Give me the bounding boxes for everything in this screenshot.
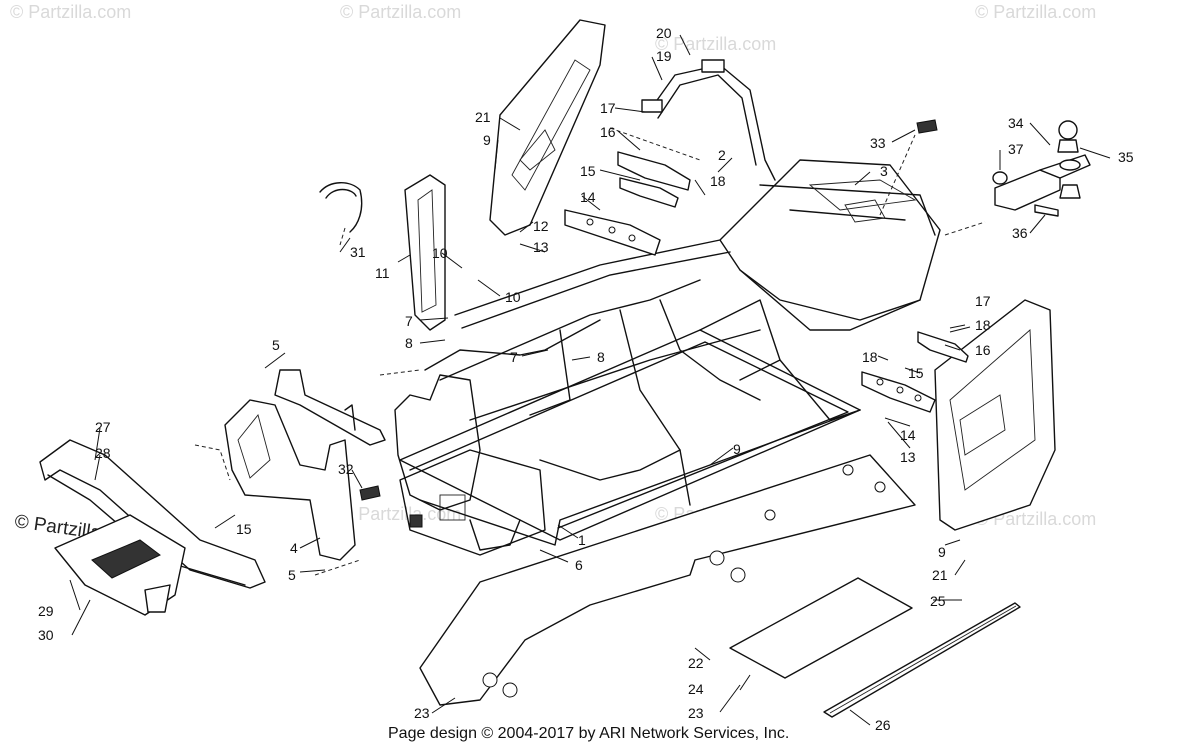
callout-10[interactable]: 10 — [432, 245, 448, 261]
callout-22[interactable]: 22 — [688, 655, 704, 671]
left-pillar-upper — [489, 19, 606, 236]
left-pillar-lower — [404, 174, 446, 331]
callout-3[interactable]: 3 — [880, 163, 888, 179]
watermark: © Partzilla.com — [10, 2, 131, 22]
callout-14[interactable]: 14 — [900, 427, 916, 443]
callout-26[interactable]: 26 — [875, 717, 891, 733]
callout-35[interactable]: 35 — [1118, 149, 1134, 165]
callout-10[interactable]: 10 — [505, 289, 521, 305]
leader-lines — [69, 34, 1111, 726]
main-frame — [394, 159, 941, 556]
callout-15[interactable]: 15 — [580, 163, 596, 179]
callout-18[interactable]: 18 — [975, 317, 991, 333]
callout-9[interactable]: 9 — [733, 441, 741, 457]
front-bumper — [39, 439, 266, 616]
watermark: © Partzilla.com — [340, 504, 461, 524]
front-bracket-lower — [224, 399, 356, 561]
front-bracket-upper — [274, 369, 386, 446]
watermark: © Partzilla.com — [655, 34, 776, 54]
seat-bracket-left — [564, 209, 661, 256]
callout-13[interactable]: 13 — [900, 449, 916, 465]
callout-12[interactable]: 12 — [533, 218, 549, 234]
callout-14[interactable]: 14 — [580, 189, 596, 205]
callout-labels: 1 2 3 4 5 5 6 7 7 8 8 9 9 9 10 10 11 12 … — [38, 25, 1134, 733]
callout-6[interactable]: 6 — [575, 557, 583, 573]
callout-27[interactable]: 27 — [95, 419, 111, 435]
callout-16[interactable]: 16 — [975, 342, 991, 358]
callout-34[interactable]: 34 — [1008, 115, 1024, 131]
reference-lines — [194, 127, 986, 576]
rocker-guard-strip — [823, 602, 1021, 718]
callout-18[interactable]: 18 — [710, 173, 726, 189]
callout-29[interactable]: 29 — [38, 603, 54, 619]
callout-17[interactable]: 17 — [975, 293, 991, 309]
callout-15[interactable]: 15 — [908, 365, 924, 381]
callout-18[interactable]: 18 — [862, 349, 878, 365]
watermark: © Partzilla.com — [975, 2, 1096, 22]
roll-bar — [641, 59, 776, 181]
callout-16[interactable]: 16 — [600, 124, 616, 140]
callout-5[interactable]: 5 — [272, 337, 280, 353]
callout-17[interactable]: 17 — [600, 100, 616, 116]
callout-31[interactable]: 31 — [350, 244, 366, 260]
callout-21[interactable]: 21 — [932, 567, 948, 583]
callout-20[interactable]: 20 — [656, 25, 672, 41]
callout-25[interactable]: 25 — [930, 593, 946, 609]
callout-5[interactable]: 5 — [288, 567, 296, 583]
copyright-footer: Page design © 2004-2017 by ARI Network S… — [388, 725, 789, 742]
callout-15[interactable]: 15 — [236, 521, 252, 537]
callout-23[interactable]: 23 — [688, 705, 704, 721]
hitch-assembly — [992, 120, 1091, 217]
callout-9[interactable]: 9 — [483, 132, 491, 148]
callout-19[interactable]: 19 — [656, 48, 672, 64]
callout-21[interactable]: 21 — [475, 109, 491, 125]
callout-7[interactable]: 7 — [510, 349, 518, 365]
seat-bracket-right — [861, 371, 936, 413]
callout-13[interactable]: 13 — [533, 239, 549, 255]
seat-clip-right — [917, 331, 969, 363]
callout-33[interactable]: 33 — [870, 135, 886, 151]
callout-11[interactable]: 11 — [375, 265, 390, 281]
decal-33 — [916, 119, 938, 134]
callout-8[interactable]: 8 — [597, 349, 605, 365]
callout-4[interactable]: 4 — [290, 540, 298, 556]
callout-37[interactable]: 37 — [1008, 141, 1024, 157]
seat-clip-left — [617, 151, 691, 208]
callout-1[interactable]: 1 — [578, 532, 586, 548]
callout-36[interactable]: 36 — [1012, 225, 1028, 241]
callout-23[interactable]: 23 — [414, 705, 430, 721]
wire-clip — [319, 182, 363, 233]
right-pillar — [934, 299, 1056, 531]
callout-7[interactable]: 7 — [405, 313, 413, 329]
decal-32 — [359, 485, 381, 501]
skid-plate-main — [419, 454, 916, 706]
skid-plate-secondary — [729, 577, 913, 679]
callout-30[interactable]: 30 — [38, 627, 54, 643]
callout-28[interactable]: 28 — [95, 445, 111, 461]
callout-9[interactable]: 9 — [938, 544, 946, 560]
watermark: © Partzilla.com — [340, 2, 461, 22]
callout-32[interactable]: 32 — [338, 461, 354, 477]
callout-8[interactable]: 8 — [405, 335, 413, 351]
callout-2[interactable]: 2 — [718, 147, 726, 163]
watermark: © Partzilla.com — [975, 509, 1096, 529]
callout-24[interactable]: 24 — [688, 681, 704, 697]
